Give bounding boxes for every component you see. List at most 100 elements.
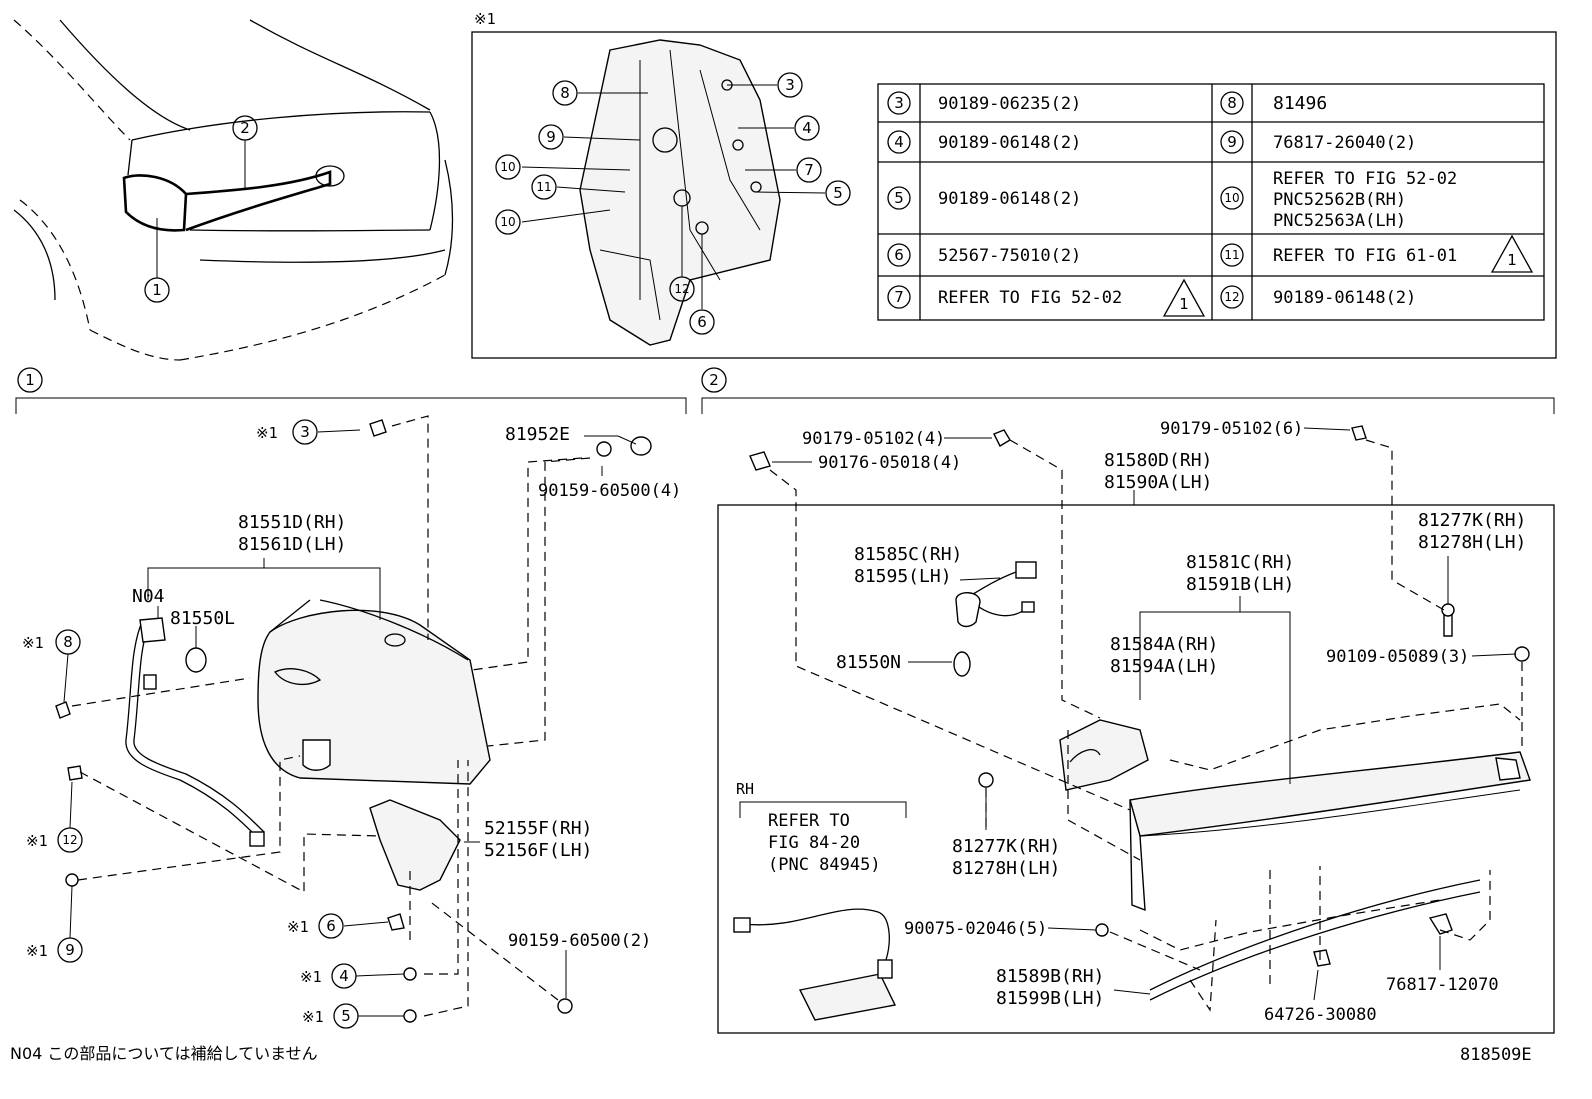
svg-text:1: 1	[1179, 295, 1189, 313]
svg-text:81278H(LH): 81278H(LH)	[952, 858, 1060, 879]
svg-text:4: 4	[802, 119, 812, 137]
svg-text:12: 12	[1224, 290, 1239, 304]
svg-text:81599B(LH): 81599B(LH)	[996, 988, 1104, 1009]
svg-text:4: 4	[894, 133, 904, 151]
svg-text:81590A(LH): 81590A(LH)	[1104, 472, 1212, 493]
svg-text:81561D(LH): 81561D(LH)	[238, 534, 346, 555]
svg-text:9: 9	[546, 128, 556, 146]
section-1: 1	[15, 367, 687, 1029]
svg-text:8: 8	[560, 84, 570, 102]
svg-text:52155F(RH): 52155F(RH)	[484, 818, 592, 839]
svg-text:REFER TO: REFER TO	[768, 811, 850, 831]
inset-panel: ※1 8 9 10 11 10 12	[471, 10, 1557, 359]
svg-text:81277K(RH): 81277K(RH)	[1418, 510, 1526, 531]
svg-text:81952E: 81952E	[505, 424, 570, 445]
svg-text:9: 9	[65, 941, 75, 959]
svg-text:11: 11	[1224, 248, 1239, 262]
svg-text:52156F(LH): 52156F(LH)	[484, 840, 592, 861]
reference-table: 3 90189-06235(2) 8 81496 4 90189-06148(2…	[877, 83, 1545, 321]
svg-text:REFER TO FIG 52-02: REFER TO FIG 52-02	[1273, 169, 1457, 189]
svg-text:8: 8	[63, 633, 73, 651]
svg-text:5: 5	[833, 184, 843, 202]
svg-text:FIG 84-20: FIG 84-20	[768, 833, 860, 853]
svg-text:10: 10	[500, 160, 515, 174]
svg-text:8: 8	[1227, 94, 1237, 112]
rear-garnish-lamp	[1129, 751, 1531, 837]
svg-text:11: 11	[536, 180, 551, 194]
svg-text:1: 1	[1507, 251, 1517, 269]
svg-text:10: 10	[500, 215, 515, 229]
svg-text:REFER TO FIG 52-02: REFER TO FIG 52-02	[938, 288, 1122, 308]
svg-text:52567-75010(2): 52567-75010(2)	[938, 246, 1081, 266]
svg-text:10: 10	[1224, 191, 1239, 205]
svg-text:4: 4	[339, 967, 349, 985]
svg-text:1: 1	[25, 371, 35, 389]
svg-text:90179-05102(4): 90179-05102(4)	[802, 429, 945, 449]
svg-text:90109-05089(3): 90109-05089(3)	[1326, 647, 1469, 667]
svg-text:81591B(LH): 81591B(LH)	[1186, 574, 1294, 595]
svg-text:2: 2	[240, 119, 250, 137]
car-overview: 2 1	[13, 19, 454, 361]
svg-text:3: 3	[894, 94, 904, 112]
svg-text:12: 12	[674, 282, 689, 296]
svg-text:6: 6	[326, 917, 336, 935]
svg-text:90075-02046(5): 90075-02046(5)	[904, 919, 1047, 939]
svg-text:81277K(RH): 81277K(RH)	[952, 836, 1060, 857]
svg-text:※1: ※1	[22, 634, 44, 652]
svg-text:81584A(RH): 81584A(RH)	[1110, 634, 1218, 655]
svg-text:2: 2	[709, 371, 719, 389]
svg-text:81594A(LH): 81594A(LH)	[1110, 656, 1218, 677]
svg-text:※1: ※1	[256, 424, 278, 442]
svg-text:81585C(RH): 81585C(RH)	[854, 544, 962, 565]
svg-text:12: 12	[62, 833, 77, 847]
svg-text:76817-26040(2): 76817-26040(2)	[1273, 133, 1416, 153]
svg-text:81278H(LH): 81278H(LH)	[1418, 532, 1526, 553]
svg-text:9: 9	[1227, 133, 1237, 151]
svg-text:5: 5	[894, 189, 904, 207]
diagram-id: 818509E	[1460, 1045, 1532, 1065]
svg-text:3: 3	[785, 76, 795, 94]
bracket-part	[369, 799, 461, 891]
svg-text:90159-60500(4): 90159-60500(4)	[538, 481, 681, 501]
svg-text:81550L: 81550L	[170, 608, 235, 629]
svg-text:81580D(RH): 81580D(RH)	[1104, 450, 1212, 471]
svg-text:※1: ※1	[474, 10, 496, 28]
svg-text:81551D(RH): 81551D(RH)	[238, 512, 346, 533]
callout-2	[232, 115, 258, 141]
footnote: N04 この部品については補給していません	[10, 1044, 318, 1063]
svg-text:REFER TO FIG 61-01: REFER TO FIG 61-01	[1273, 246, 1457, 266]
svg-text:81581C(RH): 81581C(RH)	[1186, 552, 1294, 573]
svg-text:※1: ※1	[26, 942, 48, 960]
inset-bracket-drawing	[579, 39, 781, 346]
svg-text:(PNC 84945): (PNC 84945)	[768, 855, 881, 875]
svg-text:RH: RH	[736, 780, 754, 798]
svg-text:64726-30080: 64726-30080	[1264, 1005, 1377, 1025]
svg-text:1: 1	[152, 281, 162, 299]
svg-text:81595(LH): 81595(LH)	[854, 566, 952, 587]
svg-text:PNC52562B(RH): PNC52562B(RH)	[1273, 190, 1406, 210]
svg-text:81550N: 81550N	[836, 652, 901, 673]
svg-text:N04: N04	[132, 586, 165, 607]
svg-text:90159-60500(2): 90159-60500(2)	[508, 931, 651, 951]
svg-text:3: 3	[300, 423, 310, 441]
svg-text:6: 6	[697, 313, 707, 331]
svg-text:76817-12070: 76817-12070	[1386, 975, 1499, 995]
svg-text:※1: ※1	[287, 918, 309, 936]
svg-text:7: 7	[894, 288, 904, 306]
svg-text:81589B(RH): 81589B(RH)	[996, 966, 1104, 987]
svg-text:5: 5	[341, 1007, 351, 1025]
svg-text:7: 7	[804, 161, 814, 179]
svg-text:※1: ※1	[302, 1008, 324, 1026]
svg-text:PNC52563A(LH): PNC52563A(LH)	[1273, 211, 1406, 231]
svg-text:90189-06148(2): 90189-06148(2)	[938, 133, 1081, 153]
svg-text:90189-06235(2): 90189-06235(2)	[938, 94, 1081, 114]
svg-text:6: 6	[894, 246, 904, 264]
callout-1	[144, 277, 170, 303]
svg-text:90189-06148(2): 90189-06148(2)	[938, 189, 1081, 209]
section-2: 2	[701, 367, 1555, 1034]
svg-text:90189-06148(2): 90189-06148(2)	[1273, 288, 1416, 308]
svg-text:※1: ※1	[300, 968, 322, 986]
svg-text:90179-05102(6): 90179-05102(6)	[1160, 419, 1303, 439]
svg-text:※1: ※1	[26, 832, 48, 850]
